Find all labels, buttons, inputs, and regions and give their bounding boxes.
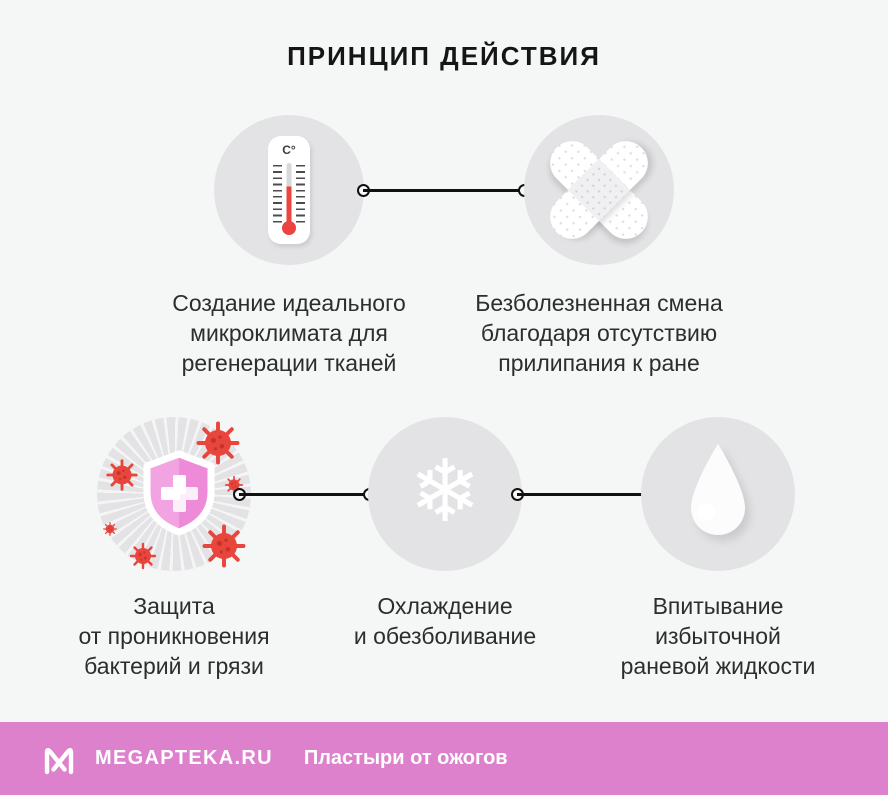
page-title: ПРИНЦИП ДЕЙСТВИЯ (287, 41, 601, 71)
connector-line-1 (357, 184, 531, 197)
water-drop-icon (691, 444, 745, 535)
shield-viruses-icon (103, 421, 246, 570)
step-label-microclimate: Создание идеального микроклимата для рег… (172, 290, 406, 376)
step-circle-absorption (641, 417, 795, 571)
thermometer-unit-label: C° (282, 143, 296, 157)
brand-name: MEGAPTEKA.RU (95, 747, 273, 769)
megapteka-logo-icon (44, 747, 74, 774)
thermometer-bulb (282, 221, 296, 235)
step-circle-cooling: ❄ (368, 417, 522, 571)
connector-rule (517, 493, 649, 496)
footer-bar: MEGAPTEKA.RU Пластыри от ожогов (0, 722, 888, 795)
thermometer-icon: C° (268, 136, 310, 244)
connector-line-2 (233, 488, 376, 501)
crossed-plasters-icon (524, 115, 674, 265)
connector-rule (239, 493, 370, 496)
snowflake-icon: ❄ (408, 442, 482, 542)
thermometer-ticks-left (273, 165, 282, 226)
connector-line-3 (511, 488, 655, 501)
thermometer-tube (286, 163, 292, 227)
step-circle-painless-change (524, 115, 674, 265)
step-label-painless-change: Безболезненная смена благодаря отсутстви… (475, 290, 723, 376)
step-circle-protection (97, 417, 251, 571)
footer-subtitle: Пластыри от ожогов (303, 747, 508, 769)
step-label-cooling: Охлаждение и обезболивание (353, 593, 537, 649)
connector-rule (363, 189, 525, 192)
step-label-absorption: Впитывание избыточной раневой жидкости (620, 593, 816, 679)
step-label-protection: Защита от проникновения бактерий и грязи (78, 593, 270, 679)
thermometer-ticks-right (296, 165, 305, 226)
step-circle-microclimate: C° (214, 115, 364, 265)
